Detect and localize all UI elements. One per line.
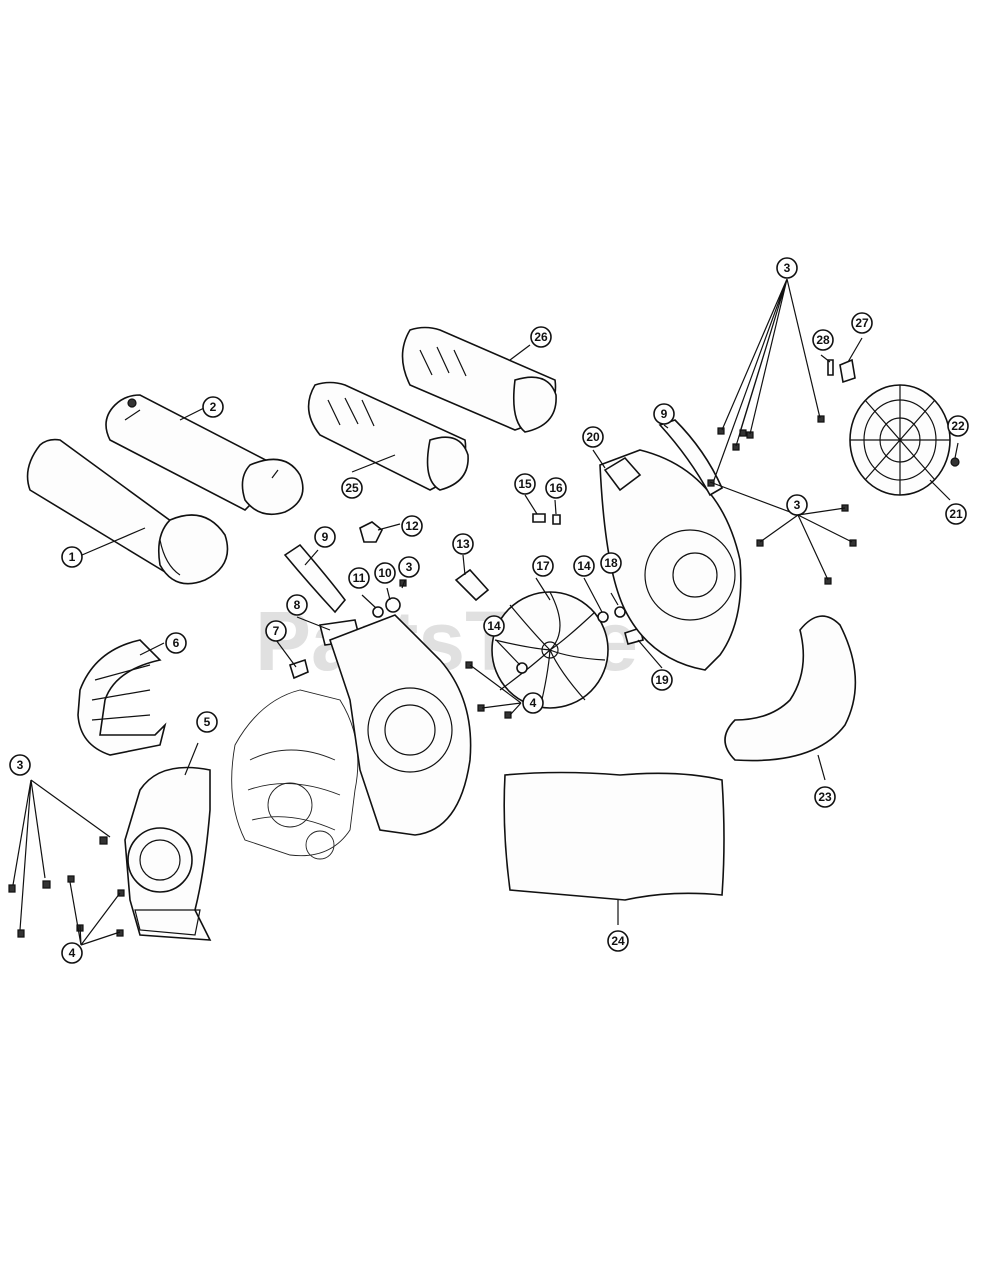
screws-part-3 xyxy=(8,415,857,938)
svg-text:1: 1 xyxy=(69,550,76,564)
callout-17: 17 xyxy=(532,555,554,577)
callout-15: 15 xyxy=(514,473,536,495)
svg-text:10: 10 xyxy=(378,566,392,580)
svg-text:17: 17 xyxy=(536,559,550,573)
part-28-pin xyxy=(827,359,834,376)
part-2-tube xyxy=(105,394,304,516)
svg-text:5: 5 xyxy=(204,715,211,729)
svg-text:27: 27 xyxy=(855,316,869,330)
callout-4-center: 4 xyxy=(522,692,544,714)
svg-text:14: 14 xyxy=(577,559,591,573)
svg-text:8: 8 xyxy=(294,598,301,612)
callout-6: 6 xyxy=(165,632,187,654)
svg-text:3: 3 xyxy=(17,758,24,772)
callout-27: 27 xyxy=(851,312,873,334)
part-14-nut-lower xyxy=(516,662,528,674)
svg-text:19: 19 xyxy=(655,673,669,687)
screws-part-4 xyxy=(67,661,512,937)
svg-text:23: 23 xyxy=(818,790,832,804)
part-1-tube xyxy=(26,438,229,585)
part-12-nut xyxy=(359,521,384,543)
svg-text:28: 28 xyxy=(816,333,830,347)
callout-24: 24 xyxy=(607,930,629,952)
part-27-tab xyxy=(839,358,856,384)
svg-text:20: 20 xyxy=(586,430,600,444)
callout-28: 28 xyxy=(812,329,834,351)
part-11-washer xyxy=(372,606,384,618)
part-9-cover-right xyxy=(658,419,724,497)
svg-text:16: 16 xyxy=(549,481,563,495)
part-10-nut xyxy=(385,597,401,613)
callout-4-left: 4 xyxy=(61,942,83,964)
svg-text:25: 25 xyxy=(345,481,359,495)
callout-14-upper: 14 xyxy=(573,555,595,577)
svg-text:11: 11 xyxy=(353,571,366,585)
svg-text:18: 18 xyxy=(604,556,618,570)
callout-11: 11 xyxy=(348,567,370,589)
svg-text:3: 3 xyxy=(784,261,791,275)
callout-12: 12 xyxy=(401,515,423,537)
callout-23: 23 xyxy=(814,786,836,808)
svg-text:2: 2 xyxy=(210,400,217,414)
callout-19: 19 xyxy=(651,669,673,691)
callout-13: 13 xyxy=(452,533,474,555)
svg-text:26: 26 xyxy=(534,330,548,344)
callout-20: 20 xyxy=(582,426,604,448)
part-14-nut-upper xyxy=(597,611,609,623)
callout-7: 7 xyxy=(265,620,287,642)
callout-9-right: 9 xyxy=(653,403,675,425)
callout-10: 10 xyxy=(374,562,396,584)
blower-housing-half xyxy=(328,614,472,836)
callout-22: 22 xyxy=(947,415,969,437)
callout-1: 1 xyxy=(61,546,83,568)
svg-text:15: 15 xyxy=(518,477,532,491)
part-9-cover-left xyxy=(283,543,347,614)
part-6-guard xyxy=(77,639,167,756)
callout-16: 16 xyxy=(545,477,567,499)
callout-3-left: 3 xyxy=(9,754,31,776)
part-26-nozzle xyxy=(401,326,557,433)
svg-text:4: 4 xyxy=(69,946,76,960)
callout-5: 5 xyxy=(196,711,218,733)
callout-8: 8 xyxy=(286,594,308,616)
part-18-spacer xyxy=(614,606,626,618)
blower-housing-volute xyxy=(599,449,742,671)
svg-text:4: 4 xyxy=(530,696,537,710)
part-20-cover xyxy=(603,456,642,492)
part-5-housing xyxy=(124,766,212,941)
callout-3-right: 3 xyxy=(786,494,808,516)
svg-text:9: 9 xyxy=(661,407,668,421)
callout-18: 18 xyxy=(600,552,622,574)
callout-14-lower: 14 xyxy=(483,615,505,637)
callout-3-top-right: 3 xyxy=(776,257,798,279)
callout-21: 21 xyxy=(945,503,967,525)
part-21-intake-cover xyxy=(849,384,951,496)
engine-outline xyxy=(231,689,359,860)
part-15-clip xyxy=(532,513,546,523)
svg-text:6: 6 xyxy=(173,636,180,650)
svg-text:12: 12 xyxy=(405,519,419,533)
part-23-hose xyxy=(724,615,857,762)
callout-25: 25 xyxy=(341,477,363,499)
svg-text:24: 24 xyxy=(611,934,625,948)
part-24-bag xyxy=(503,771,725,901)
svg-text:3: 3 xyxy=(794,498,801,512)
svg-text:9: 9 xyxy=(322,530,329,544)
part-22-screw xyxy=(950,457,960,467)
svg-text:22: 22 xyxy=(951,419,965,433)
callout-2: 2 xyxy=(202,396,224,418)
callout-26: 26 xyxy=(530,326,552,348)
svg-text:13: 13 xyxy=(456,537,470,551)
callout-3-mid: 3 xyxy=(398,556,420,578)
svg-text:3: 3 xyxy=(406,560,413,574)
part-25-nozzle xyxy=(307,381,469,491)
leader-lines xyxy=(12,278,959,946)
svg-text:14: 14 xyxy=(487,619,501,633)
svg-text:21: 21 xyxy=(949,507,963,521)
callout-9-left: 9 xyxy=(314,526,336,548)
part-16-pin xyxy=(552,514,561,525)
svg-text:7: 7 xyxy=(273,624,280,638)
part-17-impeller xyxy=(491,591,609,709)
